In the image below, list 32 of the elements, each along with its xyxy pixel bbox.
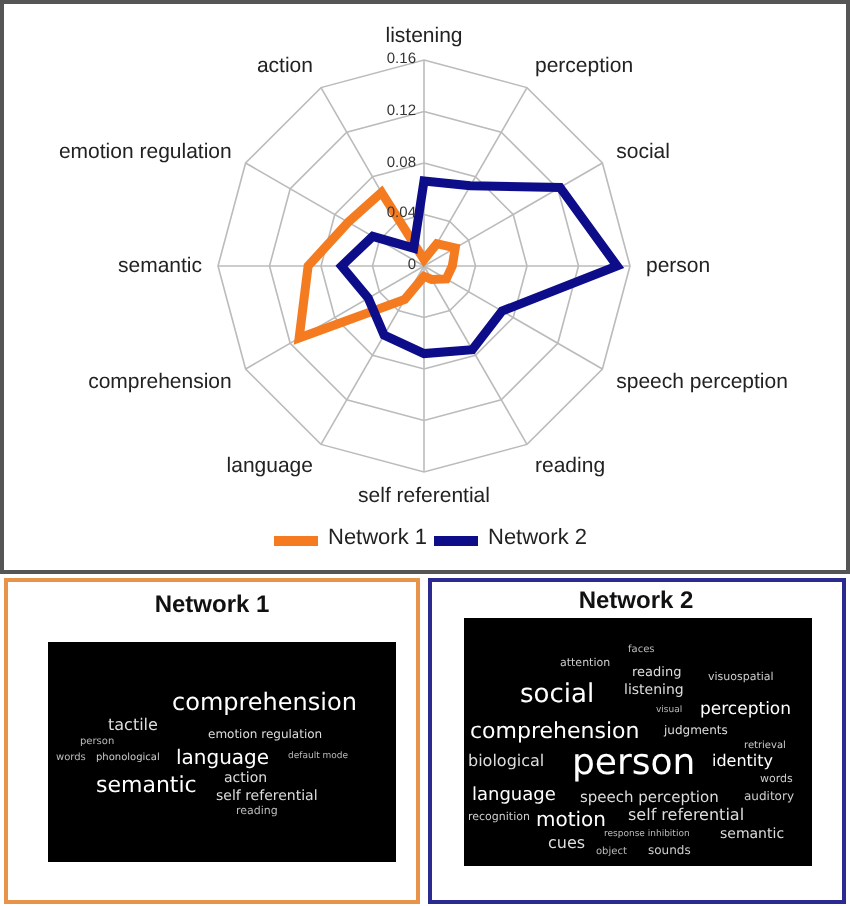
axis-label: emotion regulation xyxy=(58,139,232,163)
cloud-word: language xyxy=(472,788,556,806)
cloud-word: language xyxy=(176,750,270,770)
panel-title: Network 2 xyxy=(578,586,694,614)
axis-label: action xyxy=(256,54,313,79)
cloud-word: self referential xyxy=(628,808,745,824)
axis-label: comprehension xyxy=(88,369,232,393)
axis-label: reading xyxy=(535,453,606,478)
axis-label: perception xyxy=(535,54,634,79)
axis-label: language xyxy=(226,453,313,478)
legend-label: Network 2 xyxy=(488,526,588,550)
legend-label: Network 1 xyxy=(328,526,428,550)
cloud-word: motion xyxy=(536,812,607,832)
cloud-word: identity xyxy=(712,754,774,770)
axis-label: social xyxy=(616,139,670,163)
axis-label: person xyxy=(646,254,711,278)
cloud-word: perception xyxy=(700,702,792,719)
panel-title: Network 1 xyxy=(154,590,270,618)
cloud-word: person xyxy=(572,746,696,782)
cloud-word: comprehension xyxy=(470,720,640,742)
axis-label: semantic xyxy=(117,254,202,278)
cloud-word: cues xyxy=(548,836,586,852)
panel-frame xyxy=(428,578,846,904)
panel-frame xyxy=(4,578,420,904)
axis-label: listening xyxy=(385,24,463,48)
cloud-word: tactile xyxy=(108,718,158,734)
cloud-word: comprehension xyxy=(172,690,357,714)
cloud-word: semantic xyxy=(96,774,197,796)
cloud-word: social xyxy=(520,682,595,708)
cloud-word: biological xyxy=(468,754,545,770)
axis-label: self referential xyxy=(358,484,490,508)
axis-label: speech perception xyxy=(616,369,788,393)
